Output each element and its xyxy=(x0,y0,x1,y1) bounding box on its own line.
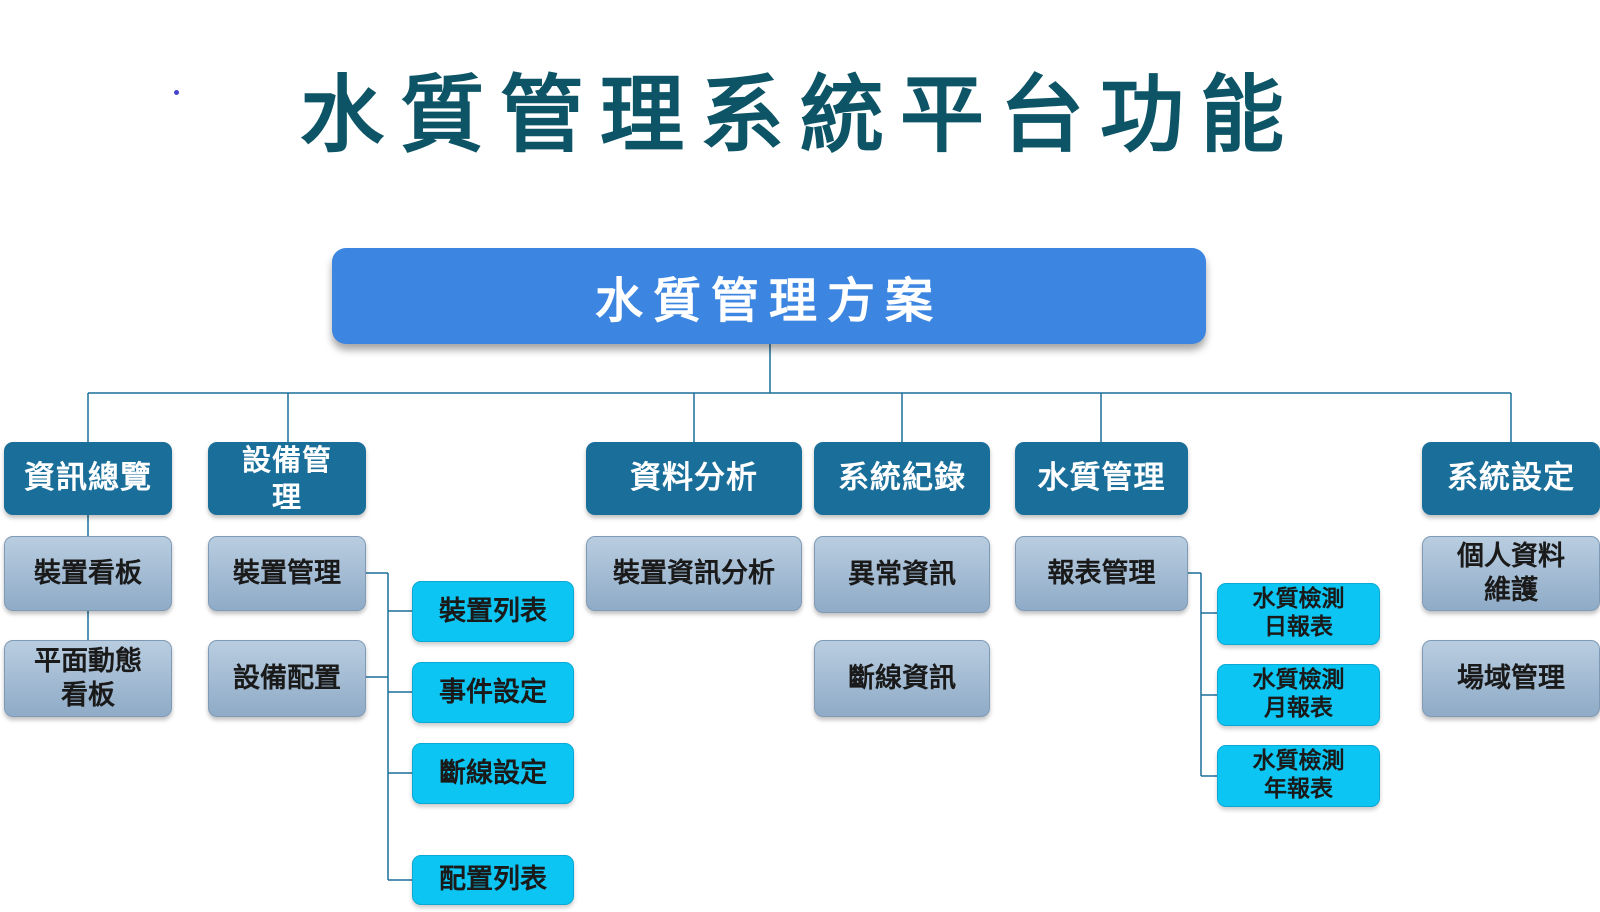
sub-disconnect-info: 斷線資訊 xyxy=(814,640,990,717)
sub-device-mgmt: 裝置管理 xyxy=(208,536,366,611)
category-overview: 資訊總覽 xyxy=(4,442,172,515)
category-quality: 水質管理 xyxy=(1015,442,1188,515)
leaf-event-settings: 事件設定 xyxy=(412,662,574,723)
leaf-yearly-report: 水質檢測 年報表 xyxy=(1217,745,1380,807)
sub-report-mgmt: 報表管理 xyxy=(1015,536,1188,611)
category-device: 設備管 理 xyxy=(208,442,366,515)
leaf-monthly-report: 水質檢測 月報表 xyxy=(1217,664,1380,726)
page-title: 水質管理系統平台功能 xyxy=(300,65,1301,164)
decorative-dot xyxy=(174,90,179,95)
root-node: 水質管理方案 xyxy=(332,248,1206,344)
sub-device-info-analysis: 裝置資訊分析 xyxy=(586,536,802,611)
sub-abnormal-info: 異常資訊 xyxy=(814,536,990,613)
leaf-config-list: 配置列表 xyxy=(412,855,574,905)
leaf-daily-report: 水質檢測 日報表 xyxy=(1217,583,1380,645)
sub-device-dashboard: 裝置看板 xyxy=(4,536,172,611)
leaf-disconnect-settings: 斷線設定 xyxy=(412,743,574,804)
category-analysis: 資料分析 xyxy=(586,442,802,515)
category-records: 系統紀錄 xyxy=(814,442,990,515)
sub-device-config: 設備配置 xyxy=(208,640,366,717)
sub-floor-dashboard: 平面動態 看板 xyxy=(4,640,172,717)
sub-personal-info: 個人資料 維護 xyxy=(1422,536,1600,611)
category-settings: 系統設定 xyxy=(1422,442,1600,515)
leaf-device-list: 裝置列表 xyxy=(412,581,574,642)
sub-site-mgmt: 場域管理 xyxy=(1422,640,1600,717)
